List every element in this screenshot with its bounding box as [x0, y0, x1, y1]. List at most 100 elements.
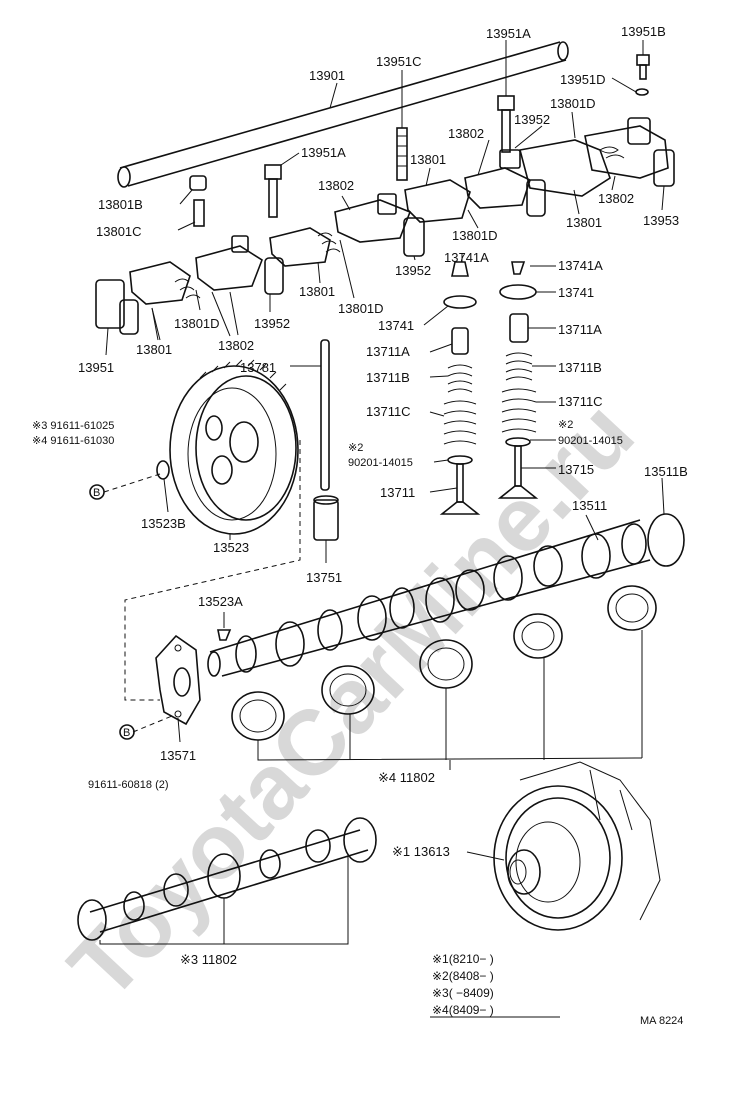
leader-13802-right [611, 175, 616, 191]
washer-13523B [156, 460, 170, 480]
bolt-13951A-top [497, 95, 515, 153]
label-13801D-mid: 13801D [452, 228, 498, 243]
leader-13952-mid [413, 255, 416, 261]
label-note2-right: ※2 [558, 419, 573, 431]
leader-13951D [611, 77, 637, 93]
leader-13801D-mid [467, 209, 479, 229]
leader-13523B [163, 478, 169, 513]
leader-13801-right [573, 189, 580, 215]
leader-13802-top [477, 139, 490, 176]
bolt-13951A-mid [264, 164, 282, 218]
label-13802-mid: 13802 [318, 178, 354, 193]
label-13711B-right: 13711B [558, 360, 602, 375]
label-bolt-91611-61030: ※4 91611-61030 [32, 435, 114, 447]
leader-13711C-left [429, 411, 445, 417]
part-labels: 13901 13951C 13951A 13951B 13951D 13801D… [32, 24, 688, 967]
label-13801D-left: 13801D [174, 316, 220, 331]
label-13901: 13901 [309, 68, 345, 83]
valve-assembly-right [497, 261, 539, 499]
stud-13801C [193, 199, 205, 227]
label-13741-right: 13741 [558, 285, 594, 300]
label-13951D: 13951D [560, 72, 606, 87]
label-13715: 13715 [558, 462, 594, 477]
leader-13802-left [229, 291, 239, 336]
leader-13901 [329, 82, 338, 109]
bolt-13951B [635, 54, 650, 96]
label-13951A-top: 13951A [486, 26, 531, 41]
circle-b-lower-label: B [123, 727, 130, 739]
label-13613: ※1 13613 [392, 844, 450, 859]
label-13711A-left: 13711A [366, 344, 410, 359]
leader-13801B [179, 189, 193, 205]
thrust-plate-13571 [155, 634, 201, 726]
label-91611-60818: 91611-60818 (2) [88, 779, 169, 791]
timing-gear-13613 [493, 761, 661, 931]
label-13711: 13711 [380, 485, 415, 500]
timing-gear-13523 [169, 359, 299, 535]
dash-bolt-to-washer [103, 473, 161, 493]
leader-13571 [177, 717, 181, 743]
leader-13511 [585, 514, 599, 541]
leader-13711B-left [429, 375, 449, 378]
leader-13741-left [423, 305, 449, 326]
key-13523A [217, 629, 232, 641]
camshaft-alt [77, 817, 377, 941]
label-13511: 13511 [572, 498, 607, 513]
circle-b-upper-label: B [93, 487, 100, 499]
leader-13801D-top [571, 111, 576, 139]
label-13801-low: 13801 [299, 284, 335, 299]
cam-bearings-11802 [231, 585, 657, 741]
label-90201-left: 90201-14015 [348, 457, 413, 469]
leader-13951A-mid [280, 152, 300, 166]
label-13523: 13523 [213, 540, 249, 555]
label-13511B: 13511B [644, 464, 688, 479]
label-13741A-left: 13741A [444, 250, 489, 265]
leader-13801D-low [339, 239, 355, 299]
label-13801-mid: 13801 [410, 152, 446, 167]
leader-13952-top [514, 125, 543, 149]
legend-line-4: ※4(8409− ) [432, 1003, 494, 1017]
label-13751: 13751 [306, 570, 342, 585]
leader-13802-mid [341, 195, 351, 211]
leader-13953 [661, 185, 665, 211]
bracket-11802-4 [257, 630, 643, 770]
bolt-13951C [396, 127, 408, 181]
leader-90201-left [433, 459, 449, 463]
leader-13801-mid [425, 167, 431, 187]
legend-line-3: ※3( −8409) [432, 986, 494, 1000]
label-13802-left: 13802 [218, 338, 254, 353]
label-13523A: 13523A [198, 594, 243, 609]
valve-lifter-13751 [313, 495, 339, 541]
label-13801-right: 13801 [566, 215, 602, 230]
leader-13711 [429, 487, 458, 493]
label-13952-mid: 13952 [395, 263, 431, 278]
legend-line-2: ※2(8408− ) [432, 969, 494, 983]
valve-assembly-left [439, 261, 481, 515]
label-11802-3: ※3 11802 [180, 952, 237, 967]
serial-range-legend: ※1(8210− ) ※2(8408− ) ※3( −8409) ※4(8409… [432, 952, 494, 1017]
label-13951A-mid: 13951A [301, 145, 346, 160]
label-13952-top: 13952 [514, 112, 550, 127]
label-13741A-right: 13741A [558, 258, 603, 273]
label-13711C-right: 13711C [558, 394, 603, 409]
label-13711A-right: 13711A [558, 322, 602, 337]
camshaft-13511 [207, 513, 685, 677]
label-13781: 13781 [240, 360, 276, 375]
rocker-arm-group-middle [264, 179, 471, 295]
label-13801B: 13801B [98, 197, 143, 212]
legend-line-1: ※1(8210− ) [432, 952, 494, 966]
leader-13801D-left [195, 289, 201, 311]
rocker-shaft-13901 [117, 41, 569, 188]
label-13801C: 13801C [96, 224, 142, 239]
label-13711B-left: 13711B [366, 370, 410, 385]
leader-13711A-left [429, 343, 453, 353]
label-13802-top: 13802 [448, 126, 484, 141]
dash-gear-to-plate [124, 440, 301, 701]
leader-13511B [661, 477, 665, 515]
leader-13801-low [317, 261, 321, 284]
nut-13801B [189, 175, 207, 191]
label-13711C-left: 13711C [366, 404, 411, 419]
label-13951C: 13951C [376, 54, 422, 69]
